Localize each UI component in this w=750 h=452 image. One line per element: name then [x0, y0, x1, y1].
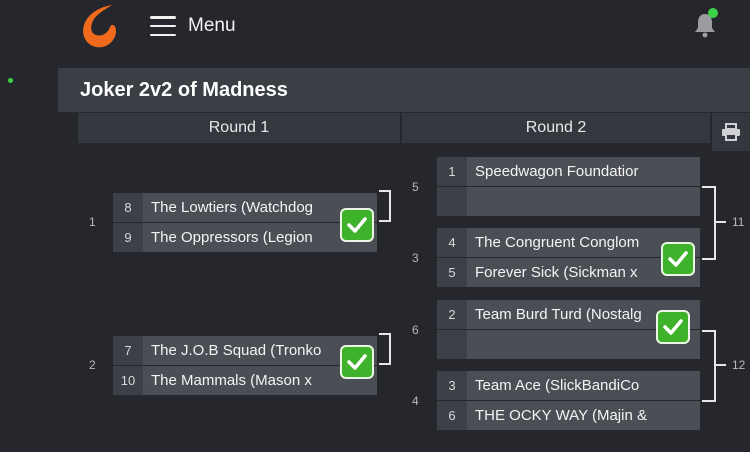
next-match-number: 5: [412, 180, 419, 194]
team-row[interactable]: 10 The Mammals (Mason x: [113, 366, 377, 395]
menu-button[interactable]: Menu: [150, 12, 236, 40]
team-name: The Mammals (Mason x: [151, 372, 312, 389]
team-row-empty[interactable]: [437, 187, 700, 216]
team-seed: 5: [437, 258, 467, 287]
bracket-connector-stub: [716, 221, 726, 223]
team-seed: 10: [113, 366, 143, 395]
team-seed: 3: [437, 371, 467, 400]
bracket-connector-stub: [716, 364, 726, 366]
team-seed: 6: [437, 401, 467, 430]
status-dot: [8, 78, 13, 83]
team-seed: 1: [437, 157, 467, 186]
next-match-number: 6: [412, 323, 419, 337]
round-2-header: Round 2: [402, 113, 710, 143]
next-match-number: 12: [732, 358, 746, 372]
team-row[interactable]: 6 THE OCKY WAY (Majin &: [437, 401, 700, 430]
next-match-number: 11: [732, 215, 745, 229]
team-name: The Lowtiers (Watchdog: [151, 199, 314, 216]
team-name: The Oppressors (Legion: [151, 229, 313, 246]
print-button[interactable]: [712, 113, 750, 151]
flame-logo-icon[interactable]: [80, 3, 122, 49]
team-seed: [437, 187, 467, 216]
team-name: Team Ace (SlickBandiCo: [475, 377, 640, 394]
team-seed: [437, 330, 467, 359]
team-name: THE OCKY WAY (Majin &: [475, 407, 647, 424]
menu-label: Menu: [188, 15, 236, 36]
team-seed: 8: [113, 193, 143, 222]
match-number: 2: [89, 358, 96, 372]
team-row[interactable]: 5 Forever Sick (Sickman x: [437, 258, 700, 287]
team-row[interactable]: 9 The Oppressors (Legion: [113, 223, 377, 252]
team-row[interactable]: 4 The Congruent Conglom: [437, 228, 700, 257]
check-icon: [656, 310, 690, 344]
tournament-title-bar: Joker 2v2 of Madness: [58, 68, 750, 112]
check-icon: [340, 345, 374, 379]
team-row[interactable]: 1 Speedwagon Foundatior: [437, 157, 700, 186]
printer-icon: [722, 123, 740, 141]
team-seed: 4: [437, 228, 467, 257]
check-icon: [340, 208, 374, 242]
team-seed: 7: [113, 336, 143, 365]
match-number: 4: [412, 394, 419, 408]
team-name: The Congruent Conglom: [475, 234, 640, 251]
bracket-connector: [379, 333, 391, 365]
bell-icon[interactable]: [694, 12, 716, 38]
team-seed: 9: [113, 223, 143, 252]
team-seed: 2: [437, 300, 467, 329]
round-1-header: Round 1: [78, 113, 400, 143]
hamburger-icon: [150, 16, 176, 36]
tournament-title: Joker 2v2 of Madness: [80, 79, 288, 101]
team-name: Team Burd Turd (Nostalg: [475, 306, 642, 323]
bracket-connector: [702, 186, 716, 260]
team-row[interactable]: 8 The Lowtiers (Watchdog: [113, 193, 377, 222]
team-name: Speedwagon Foundatior: [475, 163, 639, 180]
bracket-connector: [379, 190, 391, 222]
match-number: 1: [89, 215, 96, 229]
top-bar: Menu: [0, 0, 750, 60]
bracket-connector: [702, 330, 716, 402]
team-row[interactable]: 3 Team Ace (SlickBandiCo: [437, 371, 700, 400]
match-number: 3: [412, 251, 419, 265]
team-row[interactable]: 7 The J.O.B Squad (Tronko: [113, 336, 377, 365]
team-name: The J.O.B Squad (Tronko: [151, 342, 322, 359]
team-name: Forever Sick (Sickman x: [475, 264, 638, 281]
check-icon: [661, 242, 695, 276]
notification-dot: [708, 8, 718, 18]
